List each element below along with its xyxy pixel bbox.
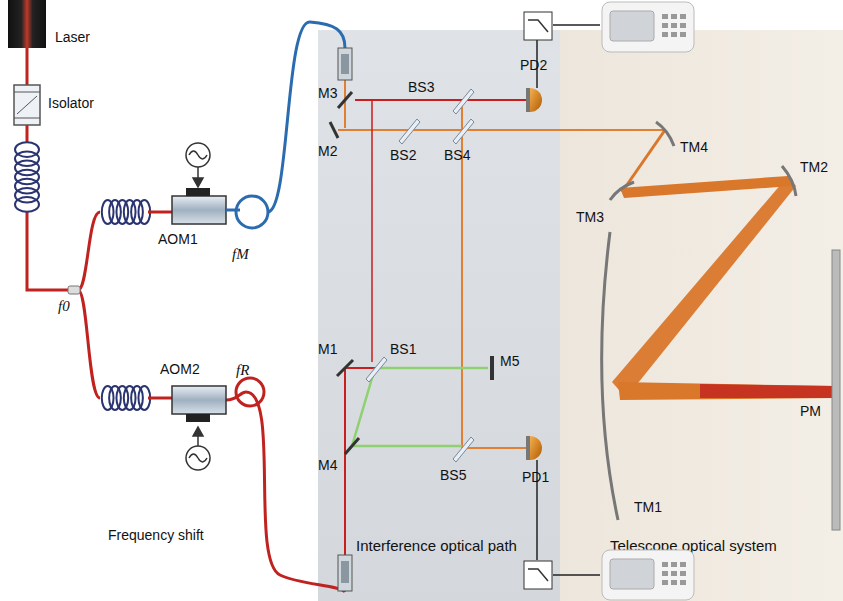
part-label: BS4 — [444, 148, 470, 163]
part-label: Frequency shift — [108, 528, 204, 543]
oscilloscope — [602, 2, 694, 600]
part-label: TM1 — [634, 500, 662, 515]
part-label: PM — [800, 404, 821, 419]
rf-source — [186, 143, 210, 470]
telescope-mirror — [602, 122, 796, 520]
part-label: TM4 — [680, 140, 708, 155]
low-pass-filter — [524, 12, 552, 589]
part-label: TM3 — [576, 210, 604, 225]
beam-splitter — [366, 89, 474, 462]
fiber-loop — [226, 22, 345, 406]
isolator — [14, 85, 40, 125]
frequency-symbol: fM — [232, 246, 249, 263]
part-label: M2 — [318, 144, 337, 159]
part-label: Laser — [55, 30, 90, 45]
part-label: M1 — [318, 342, 337, 357]
part-label: TM2 — [800, 160, 828, 175]
frequency-symbol: fR — [236, 362, 249, 379]
part-label: M4 — [318, 458, 337, 473]
part-label: BS2 — [390, 148, 416, 163]
part-label: Isolator — [48, 96, 94, 111]
fiber — [27, 48, 345, 592]
wire — [537, 25, 600, 575]
collimator — [338, 48, 352, 591]
beam — [338, 80, 665, 555]
photodiode — [526, 88, 542, 460]
fiber-coil — [15, 142, 172, 410]
telescope-beam — [612, 130, 835, 400]
part-label: PD2 — [520, 58, 547, 73]
part-label: BS1 — [390, 342, 416, 357]
region-title: Interference optical path — [356, 537, 517, 554]
part-label: M3 — [318, 86, 337, 101]
part-label: BS3 — [408, 80, 434, 95]
region-band: Interference optical path — [318, 30, 560, 601]
part-label: BS5 — [440, 468, 466, 483]
fiber-splitter — [68, 286, 80, 294]
part-label: AOM1 — [158, 232, 198, 247]
part-label: PD1 — [522, 470, 549, 485]
frequency-symbol: f0 — [58, 298, 70, 315]
mirror — [330, 92, 492, 454]
part-label: M5 — [500, 354, 519, 369]
laser — [8, 0, 46, 48]
aom — [172, 188, 226, 422]
part-label: AOM2 — [160, 362, 200, 377]
primary-mirror — [832, 250, 840, 530]
